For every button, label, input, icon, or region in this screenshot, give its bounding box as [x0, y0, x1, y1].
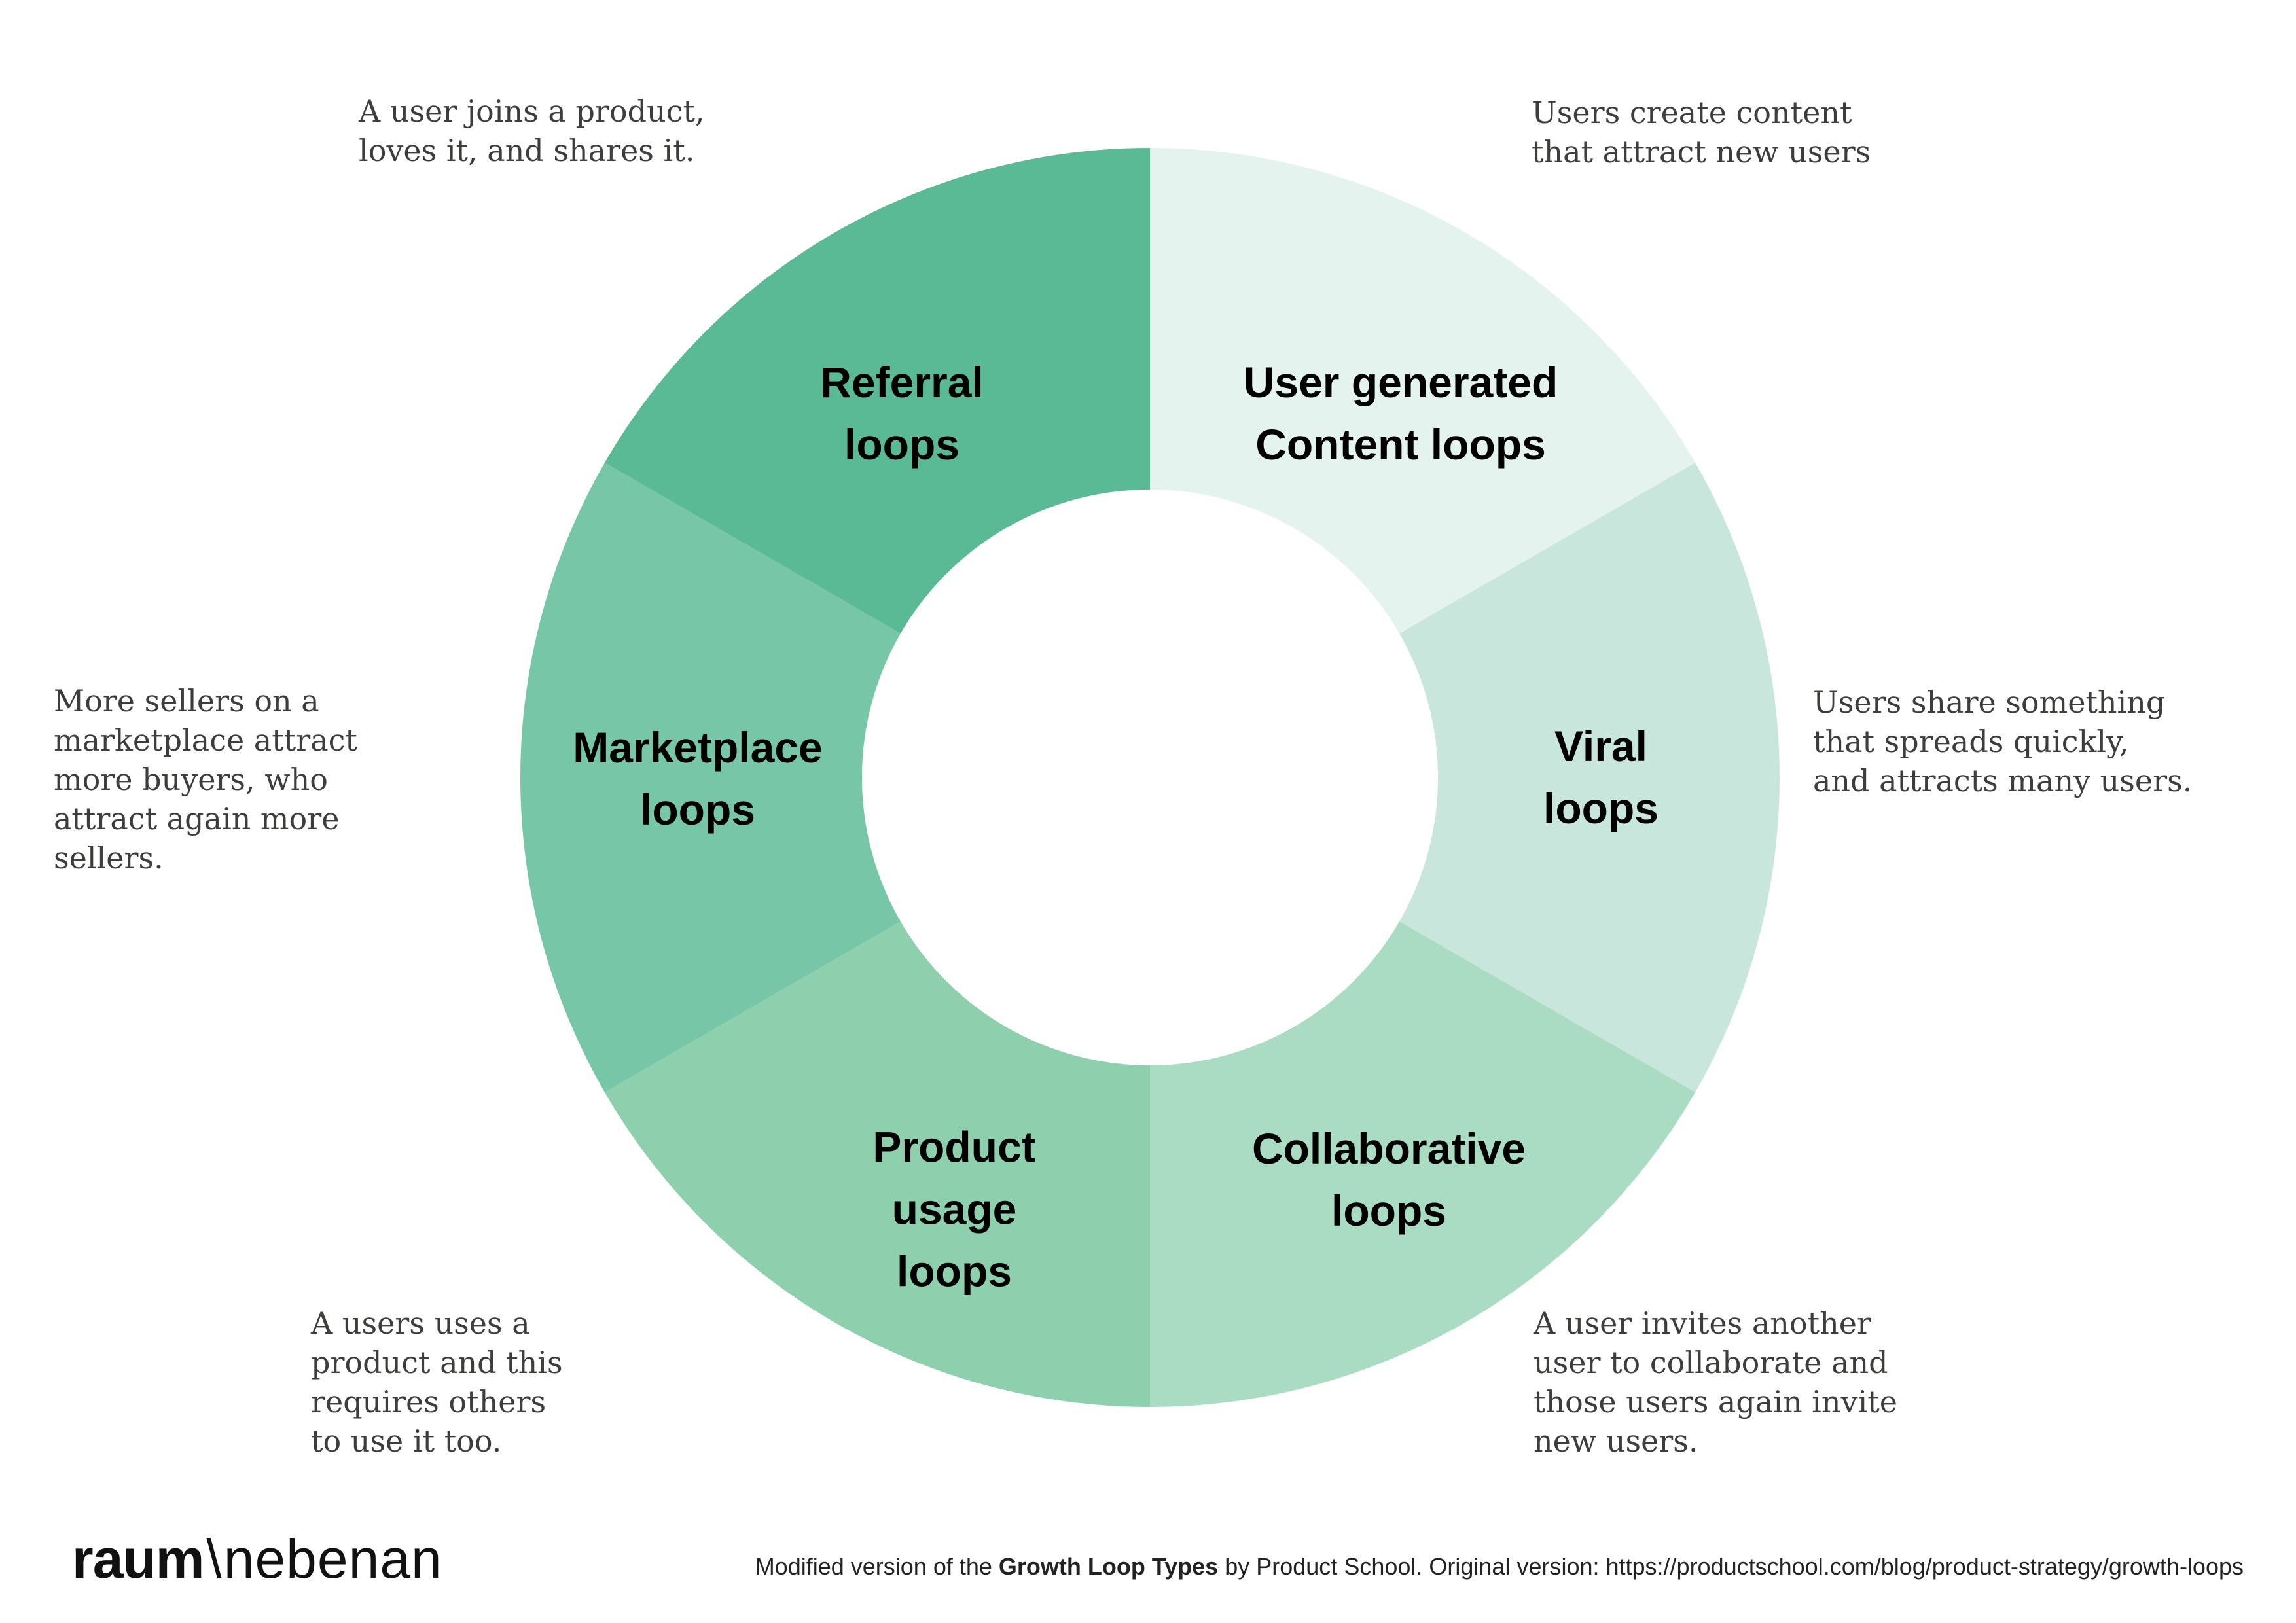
donut-segment-viral [1399, 463, 1780, 1092]
brand-logo-light: nebenan [223, 1528, 442, 1590]
segment-label-collaborative-loops: Collaborative loops [1251, 1124, 1526, 1235]
annotation-viral-loops: Users share something that spreads quick… [1813, 685, 2193, 798]
attribution-suffix: by Product School. Original version: htt… [1218, 1553, 2244, 1580]
annotation-collaborative-loops: A user invites another user to collabora… [1534, 1306, 1897, 1459]
annotation-user-generated-content-loops: Users create content that attract new us… [1532, 95, 1871, 169]
donut-segment-collaborative [1150, 921, 1696, 1407]
annotation-product-usage-loops: A users uses a product and this requires… [311, 1306, 563, 1459]
donut-segment-marketplace [520, 463, 901, 1092]
brand-logo-bold: raum [72, 1528, 204, 1590]
attribution-title: Growth Loop Types [998, 1553, 1219, 1580]
brand-logo-separator: \ [206, 1528, 221, 1590]
brand-logo: raum\nebenan [72, 1530, 442, 1588]
segment-label-referral-loops: Referral loops [820, 358, 984, 469]
segment-label-product-usage-loops: Product usage loops [872, 1122, 1036, 1296]
donut-segment-referral [604, 148, 1150, 633]
annotation-marketplace-loops: More sellers on a marketplace attract mo… [54, 683, 357, 876]
segment-label-viral-loops: Viral loops [1543, 722, 1659, 832]
segment-label-marketplace-loops: Marketplace loops [573, 723, 823, 834]
attribution-text: Modified version of the Growth Loop Type… [755, 1552, 2244, 1581]
annotation-referral-loops: A user joins a product, loves it, and sh… [359, 94, 705, 168]
donut-segment-product-usage [604, 921, 1150, 1407]
donut-segment-user-generated-content [1150, 148, 1696, 633]
attribution-prefix: Modified version of the [755, 1553, 999, 1580]
segment-label-user-generated-content-loops: User generated Content loops [1243, 358, 1558, 469]
